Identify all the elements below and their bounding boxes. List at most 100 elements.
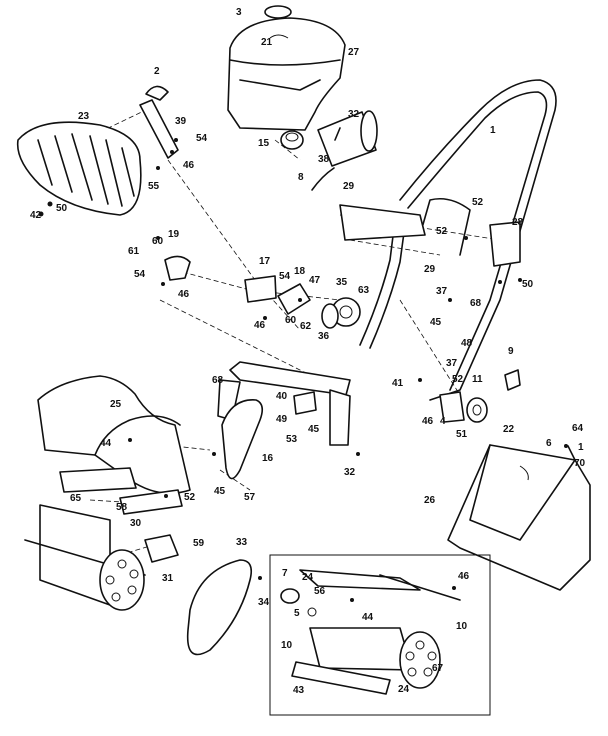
label-30: 30 <box>130 518 142 529</box>
label-55: 55 <box>148 181 160 192</box>
label-3: 3 <box>236 7 242 18</box>
label-31: 31 <box>162 573 174 584</box>
engine-shroud <box>227 5 346 131</box>
chute-deflector <box>16 121 142 216</box>
label-67: 67 <box>432 663 444 674</box>
label-62: 62 <box>300 321 312 332</box>
label-37: 37 <box>436 286 448 297</box>
label-39: 39 <box>175 116 187 127</box>
label-68: 68 <box>470 298 482 309</box>
label-45b: 45 <box>308 424 320 435</box>
label-24b: 24 <box>398 684 410 695</box>
wheel-parts <box>439 369 521 423</box>
auger-housing <box>37 375 191 495</box>
belt-guard <box>221 399 264 480</box>
label-18: 18 <box>294 266 306 277</box>
label-50: 50 <box>56 203 68 214</box>
label-9: 9 <box>508 346 514 357</box>
label-38: 38 <box>318 154 330 165</box>
label-2: 2 <box>154 66 160 77</box>
part-labels: 3 21 27 2 23 39 54 46 55 42 50 15 32 38 … <box>30 7 586 696</box>
handle <box>359 79 557 401</box>
drive-belt <box>186 559 253 656</box>
label-32: 32 <box>348 109 360 120</box>
label-21: 21 <box>261 37 273 48</box>
label-41: 41 <box>392 378 404 389</box>
label-60: 60 <box>152 236 164 247</box>
pin <box>564 444 576 461</box>
label-27: 27 <box>348 47 360 58</box>
label-52b: 52 <box>436 226 448 237</box>
label-59: 59 <box>193 538 205 549</box>
label-10: 10 <box>456 621 468 632</box>
label-23: 23 <box>78 111 90 122</box>
label-65: 65 <box>70 493 82 504</box>
label-32b: 32 <box>344 467 356 478</box>
label-6: 6 <box>546 438 552 449</box>
label-40: 40 <box>276 391 288 402</box>
label-49: 49 <box>276 414 288 425</box>
label-37b: 37 <box>446 358 458 369</box>
label-68b: 68 <box>212 375 224 386</box>
small-brackets <box>164 255 311 315</box>
label-42: 42 <box>30 210 42 221</box>
label-51: 51 <box>456 429 468 440</box>
inset-box <box>269 554 491 716</box>
label-24: 24 <box>302 572 314 583</box>
label-36: 36 <box>318 331 330 342</box>
frame <box>217 361 351 446</box>
label-61: 61 <box>128 246 140 257</box>
label-17: 17 <box>259 256 271 267</box>
label-16: 16 <box>262 453 274 464</box>
label-1: 1 <box>490 125 496 136</box>
chute-bracket <box>139 85 179 159</box>
label-53: 53 <box>286 434 298 445</box>
label-52d: 52 <box>184 492 196 503</box>
label-46b: 46 <box>178 289 190 300</box>
label-29b: 29 <box>424 264 436 275</box>
fuel-line <box>311 167 335 191</box>
label-58: 58 <box>116 502 128 513</box>
label-70: 70 <box>574 458 586 469</box>
cap-15 <box>280 130 304 150</box>
label-1b: 1 <box>578 442 584 453</box>
label-46e: 46 <box>458 571 470 582</box>
label-64: 64 <box>572 423 584 434</box>
label-5: 5 <box>294 608 300 619</box>
label-8: 8 <box>298 172 304 183</box>
auger-left <box>24 504 179 611</box>
muffler <box>317 110 378 167</box>
label-35: 35 <box>336 277 348 288</box>
label-45c: 45 <box>214 486 226 497</box>
label-60b: 60 <box>285 315 297 326</box>
label-29: 29 <box>343 181 355 192</box>
label-57: 57 <box>244 492 256 503</box>
label-15: 15 <box>258 138 270 149</box>
hardware <box>38 138 522 602</box>
label-34: 34 <box>258 597 270 608</box>
label-28: 28 <box>512 217 524 228</box>
label-4: 4 <box>440 416 446 427</box>
handle-bracket <box>339 204 521 267</box>
label-25: 25 <box>110 399 122 410</box>
label-52: 52 <box>472 197 484 208</box>
collector <box>447 444 591 591</box>
label-22: 22 <box>503 424 515 435</box>
label-26: 26 <box>424 495 436 506</box>
label-43: 43 <box>293 685 305 696</box>
label-45: 45 <box>430 317 442 328</box>
label-7: 7 <box>282 568 288 579</box>
label-48: 48 <box>461 338 473 349</box>
label-46c: 46 <box>254 320 266 331</box>
label-50b: 50 <box>522 279 534 290</box>
label-52c: 52 <box>452 374 464 385</box>
label-63: 63 <box>358 285 370 296</box>
label-33: 33 <box>236 537 248 548</box>
label-46d: 46 <box>422 416 434 427</box>
label-47: 47 <box>309 275 321 286</box>
label-44b: 44 <box>362 612 374 623</box>
label-56: 56 <box>314 586 326 597</box>
label-54b: 54 <box>134 269 146 280</box>
label-19: 19 <box>168 229 180 240</box>
